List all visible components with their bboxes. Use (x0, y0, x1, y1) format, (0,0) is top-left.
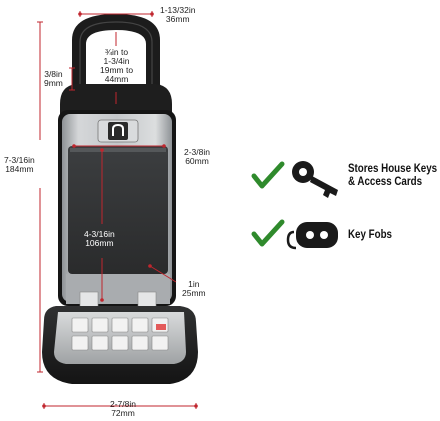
dimension-lines (37, 11, 197, 409)
total-height-label: 7-3/16in 184mm (4, 155, 35, 174)
lock-logo-icon (112, 123, 124, 136)
house-key-icon (292, 161, 338, 198)
base-width-label: 2-7/8in 72mm (110, 399, 136, 418)
check-icon (251, 161, 285, 189)
interior-depth-label: 1in 25mm (182, 279, 206, 298)
feature-fobs-label: Key Fobs (348, 229, 393, 241)
interior-height-label: 4-3/16in 106mm (84, 229, 115, 248)
dimension-endpoints (42, 12, 198, 408)
inner-compartment (68, 146, 168, 274)
shackle-width-label: 1-13/32in 36mm (160, 5, 196, 24)
key-fob-icon (286, 222, 338, 250)
shackle-clearance-label: ¾in to 1-3/4in 19mm to 44mm (100, 47, 134, 84)
interior-width-label: 2-3/8in 60mm (184, 147, 210, 166)
shackle-thickness-label: 3/8in 9mm (44, 69, 63, 88)
feature-keys-label: Stores House Keys & Access Cards (348, 163, 438, 188)
check-icon (251, 219, 285, 247)
combination-dials (71, 317, 169, 351)
